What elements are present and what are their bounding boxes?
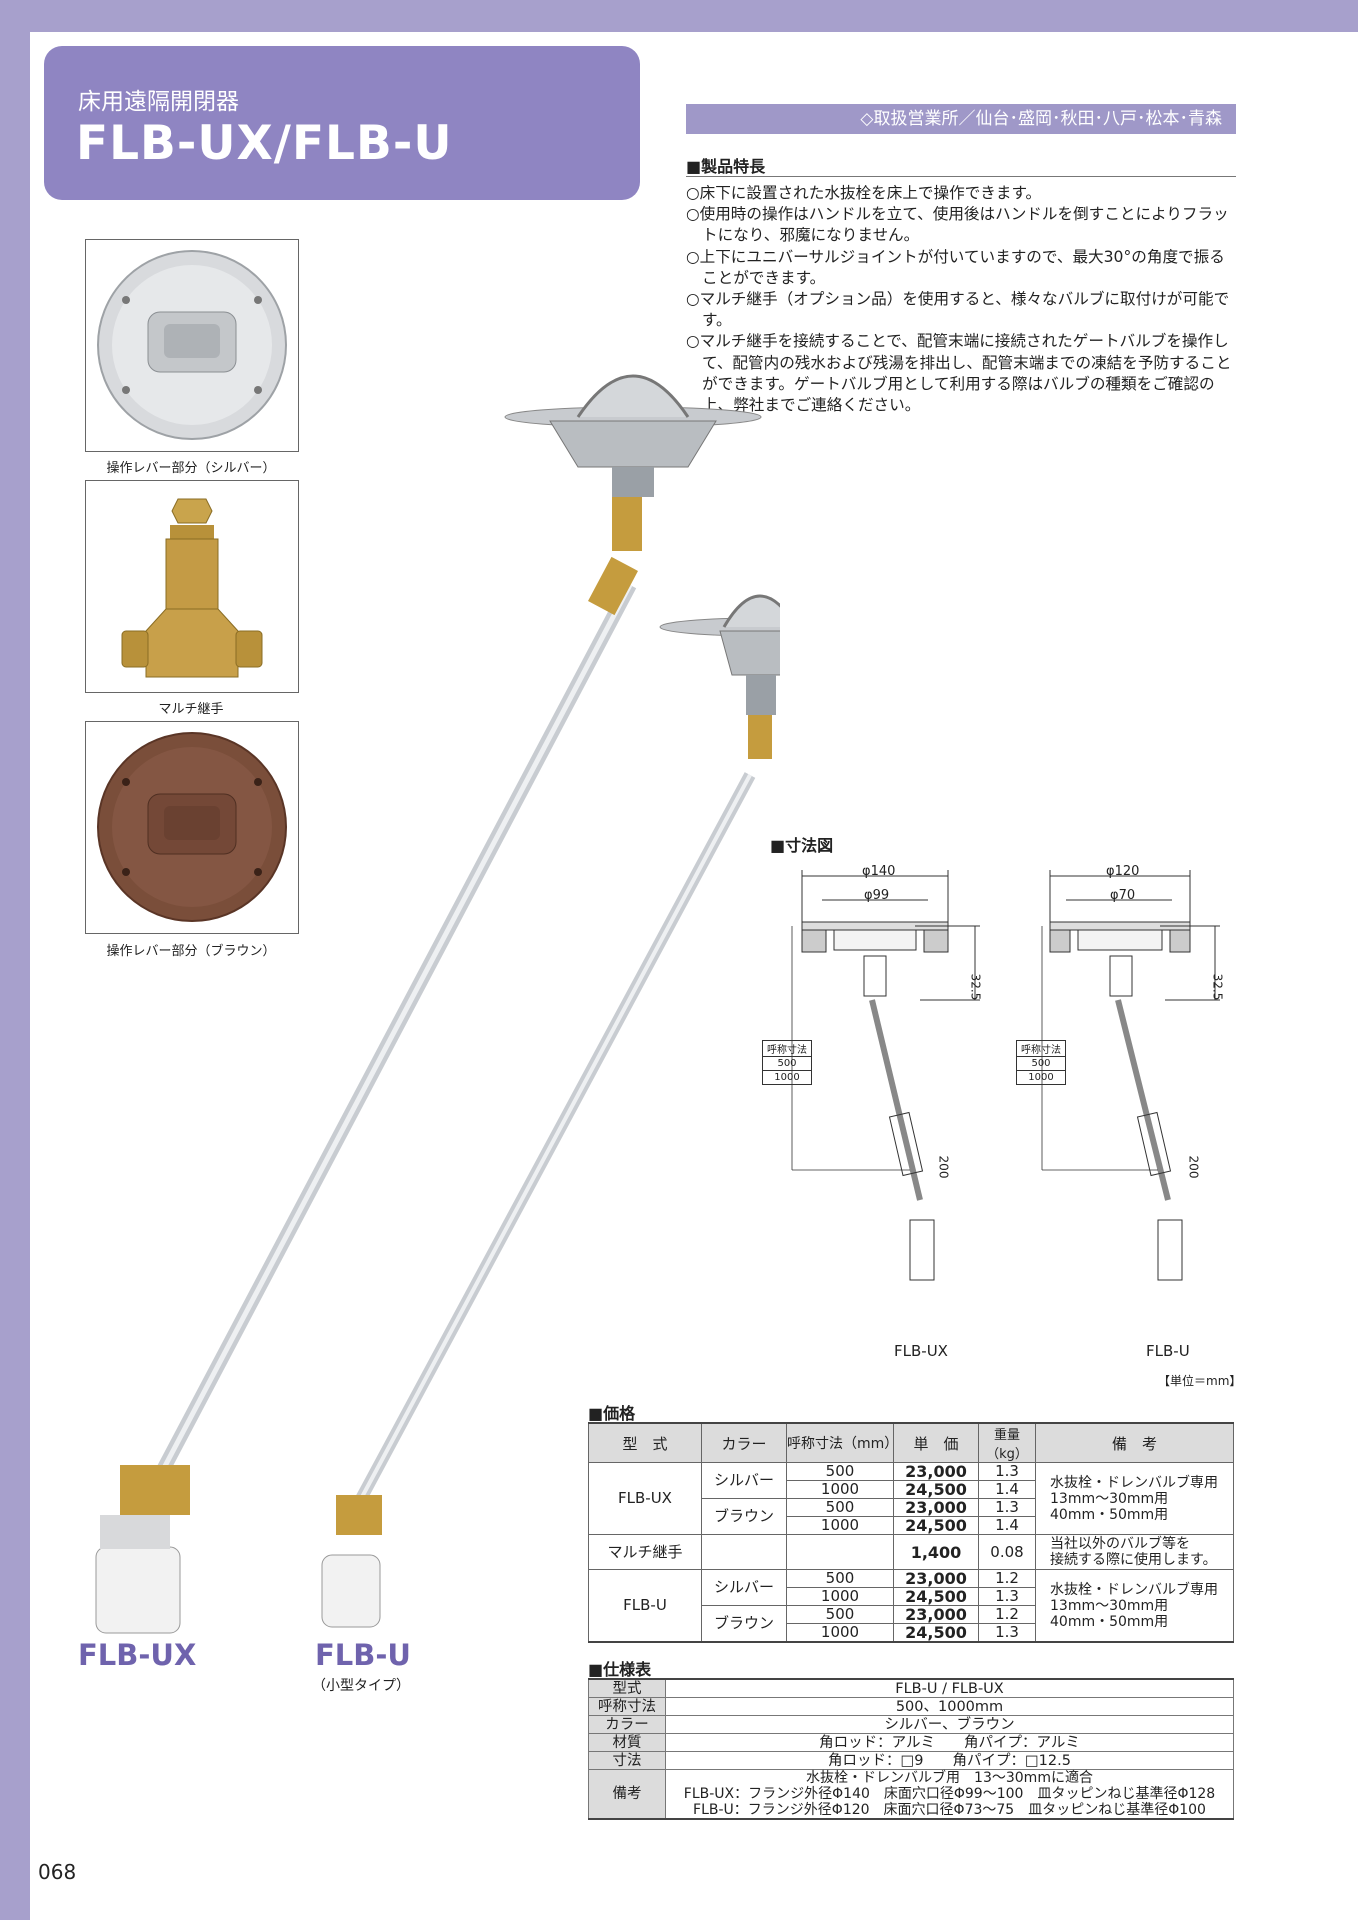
model-label-ux: FLB-UX [78, 1638, 197, 1672]
price-heading: ■価格 [588, 1404, 636, 1423]
product-category: 床用遠隔開閉器 [78, 89, 239, 115]
price-model-multi: マルチ継手 [588, 1534, 702, 1570]
multi-joint-photo [85, 480, 299, 693]
title-box: 床用遠隔開閉器 FLB-UX/FLB-U [44, 46, 640, 200]
multi-joint-caption: マルチ継手 [158, 702, 224, 717]
dimensions-heading: ■寸法図 [770, 836, 834, 855]
brown-lever-caption: 操作レバー部分（ブラウン） [106, 944, 276, 959]
ux-price-note: 水抜栓・ドレンバルブ専用 13mm〜30mm用 40mm・50mm用 [1035, 1462, 1234, 1535]
feature-item: ○マルチ継手（オプション品）を使用すると、様々なバルブに取付けが可能です。 [686, 290, 1230, 330]
silver-lever-photo [85, 239, 299, 452]
unit-note: 【単位＝mm】 [1158, 1374, 1242, 1388]
model-u-note: （小型タイプ） [312, 1678, 410, 1694]
price-model-ux: FLB-UX [588, 1462, 702, 1535]
silver-lever-caption: 操作レバー部分（シルバー） [106, 461, 276, 476]
offices-banner: ◇取扱営業所／仙台･盛岡･秋田･八戸･松本･青森 [686, 104, 1236, 134]
model-label-u: FLB-U [315, 1638, 411, 1672]
multi-price-note: 当社以外のバルブ等を 接続する際に使用します。 [1035, 1534, 1234, 1570]
brown-lever-photo [85, 721, 299, 934]
u-height: 32.5 [1210, 973, 1225, 1001]
feature-item: ○床下に設置された水抜栓を床上で操作できます。 [686, 184, 1042, 202]
spec-heading: ■仕様表 [588, 1660, 652, 1679]
ux-diagram-label: FLB-UX [894, 1342, 948, 1360]
ux-outer-diameter: φ140 [862, 864, 896, 879]
features-list: ○床下に設置された水抜栓を床上で操作できます。 ○使用時の操作はハンドルを立て、… [686, 183, 1238, 416]
price-model-u: FLB-U [588, 1569, 702, 1643]
feature-item: ○使用時の操作はハンドルを立て、使用後はハンドルを倒すことによりフラットになり、… [686, 205, 1229, 245]
page-title: FLB-UX/FLB-U [76, 116, 453, 171]
product-illustration [95, 374, 780, 1634]
feature-item: ○マルチ継手を接続することで、配管末端に接続されたゲートバルブを操作して、配管内… [686, 332, 1232, 415]
top-color-band [0, 0, 1358, 32]
feature-item: ○上下にユニバーサルジョイントが付いていますので、最大30°の角度で振ることがで… [686, 247, 1225, 287]
ux-size-box: 呼称寸法 500 1000 [762, 1040, 812, 1085]
ux-height: 32.5 [968, 973, 983, 1001]
u-length: 200 [1186, 1155, 1201, 1179]
dimension-diagram [791, 870, 1220, 1281]
page-number: 068 [38, 1860, 77, 1884]
u-inner-diameter: φ70 [1110, 888, 1136, 903]
features-heading: ■製品特長 [686, 157, 766, 176]
u-size-box: 呼称寸法 500 1000 [1016, 1040, 1066, 1085]
u-outer-diameter: φ120 [1106, 864, 1140, 879]
u-diagram-label: FLB-U [1146, 1342, 1190, 1360]
price-table: 型 式 カラー 呼称寸法（mm） 単 価 重量（kg） 備 考 FLB-UX シ… [588, 1422, 1234, 1643]
ux-length: 200 [936, 1155, 951, 1179]
left-color-band [0, 0, 30, 1920]
ux-inner-diameter: φ99 [864, 888, 890, 903]
u-price-note: 水抜栓・ドレンバルブ専用 13mm〜30mm用 40mm・50mm用 [1035, 1569, 1234, 1643]
divider [686, 176, 1236, 177]
